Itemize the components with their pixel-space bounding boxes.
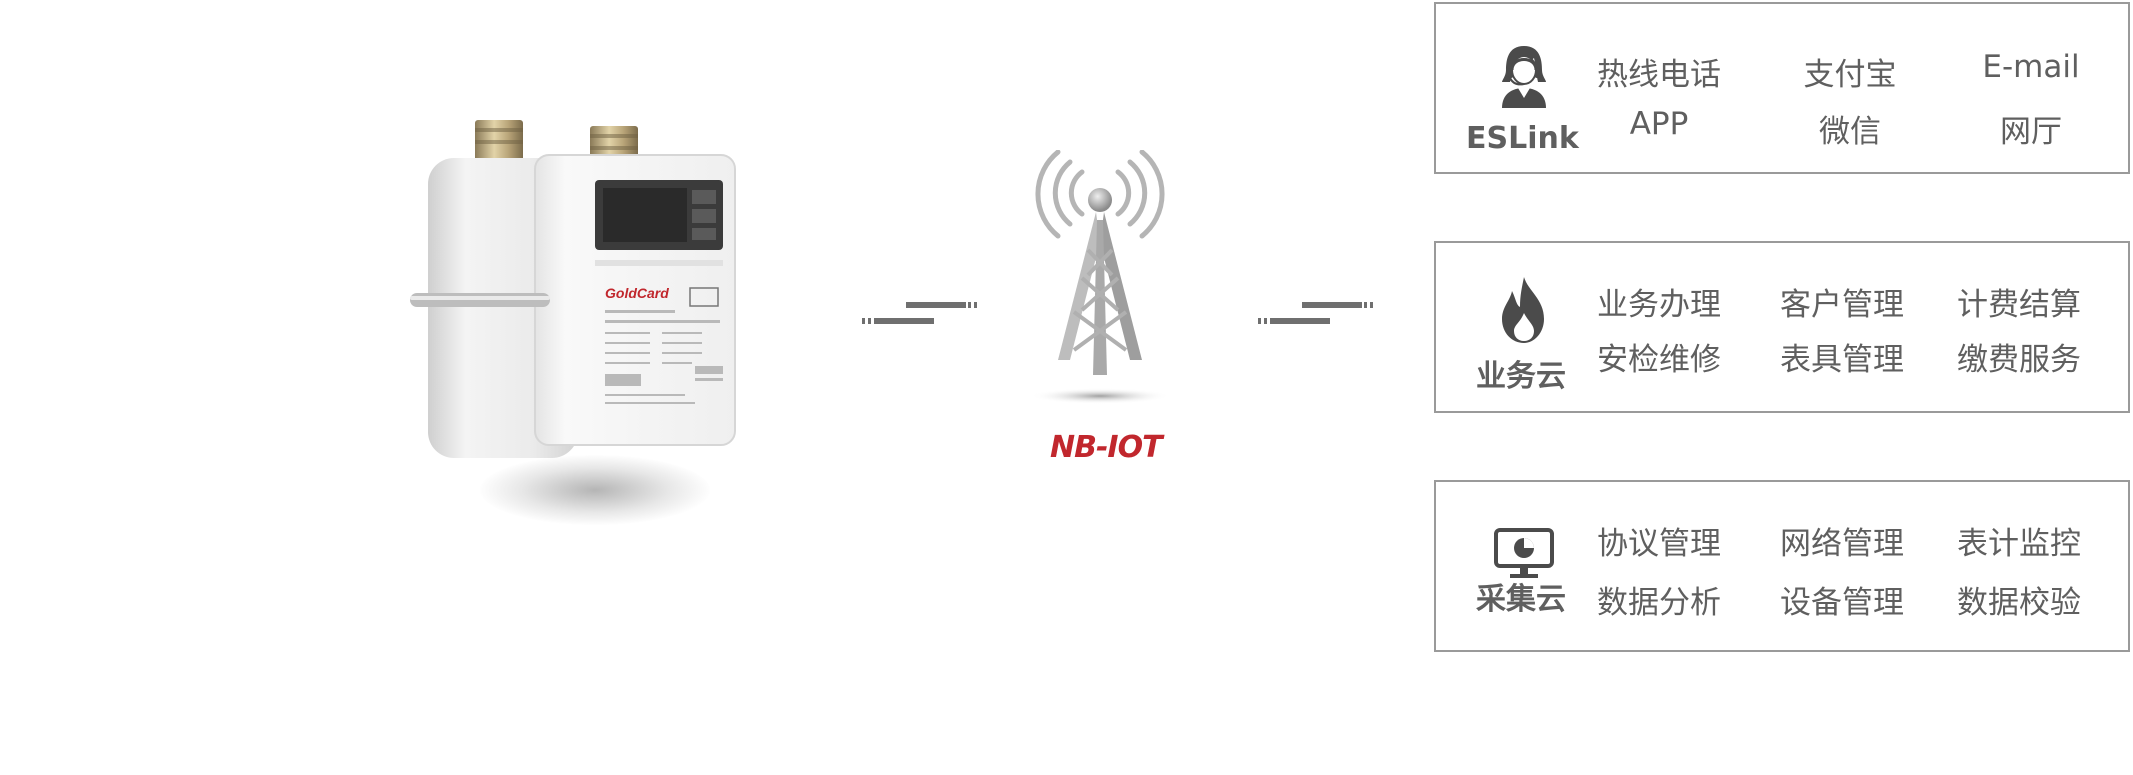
service-item: 表计监控 bbox=[1944, 518, 2094, 563]
customer-service-agent-icon bbox=[1494, 42, 1554, 108]
service-item: 数据校验 bbox=[1944, 577, 2094, 622]
service-item: 网厅 bbox=[1956, 106, 2106, 151]
service-item: 计费结算 bbox=[1944, 279, 2094, 324]
flame-icon bbox=[1494, 277, 1554, 343]
panel-title: 业务云 bbox=[1466, 351, 1576, 395]
service-item: 网络管理 bbox=[1767, 518, 1917, 563]
service-item: 热线电话 bbox=[1584, 49, 1734, 94]
service-item: 客户管理 bbox=[1767, 279, 1917, 324]
service-item: 安检维修 bbox=[1584, 334, 1734, 379]
signal-dashes-right bbox=[1258, 302, 1378, 326]
service-item: 设备管理 bbox=[1767, 577, 1917, 622]
eslink-panel: ESLink 热线电话 支付宝 E-mail APP 微信 网厅 bbox=[1434, 2, 2130, 174]
business-cloud-panel: 业务云 业务办理 客户管理 计费结算 安检维修 表具管理 缴费服务 bbox=[1434, 241, 2130, 413]
service-item: APP bbox=[1584, 106, 1734, 142]
service-item: 表具管理 bbox=[1767, 334, 1917, 379]
cell-tower-icon bbox=[1000, 150, 1200, 410]
service-item: 支付宝 bbox=[1775, 49, 1925, 94]
service-item: 业务办理 bbox=[1584, 279, 1734, 324]
gas-meter-image: GoldCard bbox=[400, 110, 760, 530]
service-item: 缴费服务 bbox=[1944, 334, 2094, 379]
signal-dashes-left bbox=[862, 302, 982, 326]
service-item: 协议管理 bbox=[1584, 518, 1734, 563]
service-item: 微信 bbox=[1775, 106, 1925, 151]
service-item: E-mail bbox=[1956, 49, 2106, 85]
panel-title: 采集云 bbox=[1466, 574, 1576, 618]
meter-brand-logo: GoldCard bbox=[605, 285, 669, 301]
service-item: 数据分析 bbox=[1584, 577, 1734, 622]
panel-title: ESLink bbox=[1466, 121, 1576, 156]
collection-cloud-panel: 采集云 协议管理 网络管理 表计监控 数据分析 设备管理 数据校验 bbox=[1434, 480, 2130, 652]
nb-iot-logo: NB-IOT bbox=[1050, 430, 1150, 480]
